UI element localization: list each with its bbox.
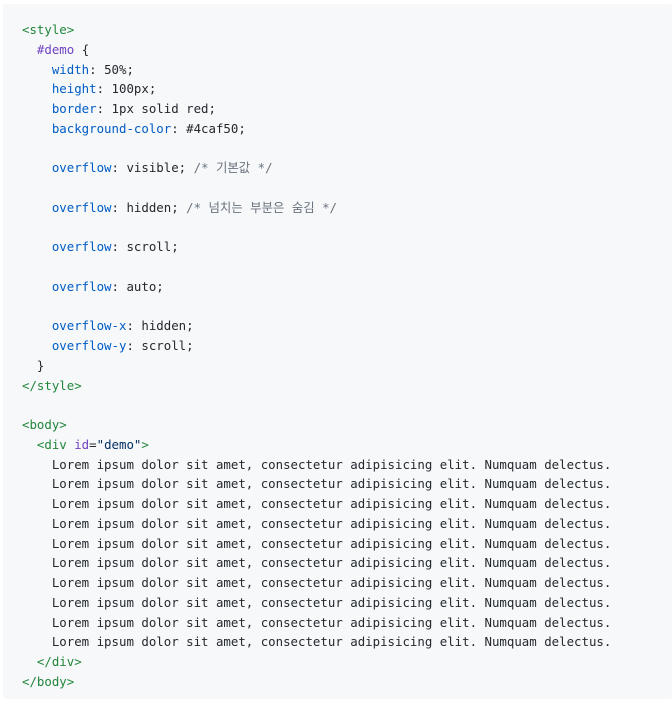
css-value: hidden; bbox=[119, 199, 187, 215]
css-comment: /* 넘치는 부분은 숨김 */ bbox=[186, 199, 338, 215]
lorem-line: Lorem ipsum dolor sit amet, consectetur … bbox=[22, 613, 672, 633]
css-property: overflow-y bbox=[51, 338, 127, 353]
css-value: scroll; bbox=[119, 239, 179, 255]
code-line: width: 50%; bbox=[51, 61, 134, 77]
lorem-text: Lorem ipsum dolor sit amet, consectetur … bbox=[51, 575, 612, 590]
lorem-line: Lorem ipsum dolor sit amet, consectetur … bbox=[22, 455, 672, 475]
blank-line bbox=[22, 218, 672, 238]
css-value: #4caf50; bbox=[178, 120, 246, 136]
code-line: } bbox=[22, 356, 672, 376]
lorem-text: Lorem ipsum dolor sit amet, consectetur … bbox=[51, 614, 612, 630]
blank-line bbox=[22, 297, 672, 317]
css-property: overflow-x bbox=[51, 318, 127, 334]
code-line: <div id="demo"> bbox=[22, 435, 672, 455]
code-line: </style> bbox=[22, 376, 672, 396]
css-property: width bbox=[51, 61, 90, 77]
code-line: #demo { bbox=[22, 40, 672, 60]
code-line: overflow-x: hidden; bbox=[51, 318, 194, 334]
code-line: overflow: auto; bbox=[51, 278, 164, 294]
css-value: 1px solid red; bbox=[104, 101, 216, 116]
code-line: </body> bbox=[22, 672, 672, 692]
blank-line bbox=[22, 139, 672, 159]
blank-line bbox=[22, 178, 672, 198]
div-close-tag: </div> bbox=[36, 654, 82, 669]
lorem-text: Lorem ipsum dolor sit amet, consectetur … bbox=[51, 476, 612, 492]
lorem-line: Lorem ipsum dolor sit amet, consectetur … bbox=[22, 573, 672, 593]
lorem-line: Lorem ipsum dolor sit amet, consectetur … bbox=[22, 593, 672, 613]
div-attr-value: "demo" bbox=[96, 436, 142, 452]
body-open-tag: <body> bbox=[22, 417, 67, 432]
css-property: overflow bbox=[51, 239, 112, 255]
brace-open: { bbox=[74, 41, 90, 57]
code-line: height: 100px; bbox=[51, 81, 157, 97]
style-open-tag: <style> bbox=[22, 22, 75, 37]
css-property: height bbox=[51, 81, 97, 97]
css-value: auto; bbox=[119, 278, 164, 294]
style-close-tag: </style> bbox=[22, 377, 82, 393]
lorem-text: Lorem ipsum dolor sit amet, consectetur … bbox=[51, 555, 612, 571]
code-line: overflow: scroll; bbox=[51, 239, 179, 255]
lorem-text: Lorem ipsum dolor sit amet, consectetur … bbox=[51, 535, 612, 551]
code-line: border: 1px solid red; bbox=[51, 101, 216, 116]
code-line: overflow-y: scroll; bbox=[51, 338, 194, 353]
lorem-text: Lorem ipsum dolor sit amet, consectetur … bbox=[51, 594, 612, 610]
blank-line bbox=[22, 395, 672, 415]
lorem-line: Lorem ipsum dolor sit amet, consectetur … bbox=[22, 474, 672, 494]
css-property: background-color bbox=[51, 120, 172, 136]
blank-line bbox=[22, 257, 672, 277]
div-attr-name: id bbox=[66, 436, 90, 452]
css-property: overflow bbox=[51, 160, 112, 176]
css-property: border bbox=[51, 101, 97, 116]
code-line: background-color: #4caf50; bbox=[51, 120, 246, 136]
div-open-end: > bbox=[141, 436, 149, 452]
code-line: </div> bbox=[22, 652, 672, 672]
css-value: 100px; bbox=[104, 81, 157, 97]
code-line: overflow: visible; /* 기본값 */ bbox=[51, 160, 273, 176]
css-comment: /* 기본값 */ bbox=[193, 160, 273, 176]
css-value: visible; bbox=[119, 160, 194, 176]
css-value: scroll; bbox=[133, 338, 194, 353]
lorem-text: Lorem ipsum dolor sit amet, consectetur … bbox=[51, 634, 612, 650]
div-open-tag: <div bbox=[36, 436, 67, 452]
lorem-line: Lorem ipsum dolor sit amet, consectetur … bbox=[22, 553, 672, 573]
css-property: overflow bbox=[51, 199, 112, 215]
lorem-line: Lorem ipsum dolor sit amet, consectetur … bbox=[22, 514, 672, 534]
lorem-text: Lorem ipsum dolor sit amet, consectetur … bbox=[51, 515, 612, 531]
code-line: overflow: hidden; /* 넘치는 부분은 숨김 */ bbox=[51, 199, 338, 215]
brace-close: } bbox=[36, 357, 45, 373]
css-value: hidden; bbox=[133, 318, 194, 334]
lorem-line: Lorem ipsum dolor sit amet, consectetur … bbox=[22, 632, 672, 652]
code-line: <style> bbox=[22, 20, 672, 40]
css-value: 50%; bbox=[96, 61, 134, 77]
code-line: <body> bbox=[22, 415, 672, 435]
div-attr-eq: = bbox=[89, 436, 97, 452]
lorem-text: Lorem ipsum dolor sit amet, consectetur … bbox=[51, 456, 612, 472]
css-property: overflow bbox=[51, 278, 112, 294]
css-selector: #demo bbox=[36, 41, 75, 57]
lorem-line: Lorem ipsum dolor sit amet, consectetur … bbox=[22, 494, 672, 514]
code-block: <style> #demo { width: 50%; height: 100p… bbox=[3, 4, 672, 699]
lorem-text: Lorem ipsum dolor sit amet, consectetur … bbox=[51, 496, 612, 511]
body-close-tag: </body> bbox=[22, 673, 75, 689]
lorem-line: Lorem ipsum dolor sit amet, consectetur … bbox=[22, 534, 672, 554]
